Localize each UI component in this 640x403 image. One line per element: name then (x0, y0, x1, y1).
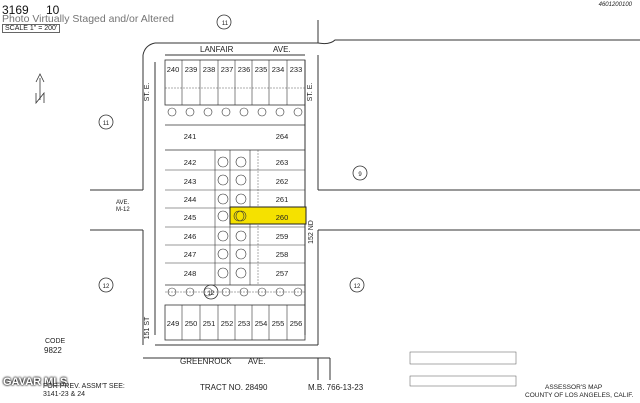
lot-number[interactable]: 251 (203, 319, 216, 328)
lot-number[interactable]: 238 (203, 65, 216, 74)
lot-number[interactable]: 264 (276, 132, 289, 141)
mls-logo: GAVAR MLS (3, 376, 68, 388)
north-arrow-icon (35, 73, 45, 105)
street-left-ave: AVE. (116, 200, 130, 206)
lot-number[interactable]: 233 (290, 65, 303, 74)
lot-number[interactable]: 254 (255, 319, 268, 328)
lot-number[interactable]: 263 (276, 158, 289, 167)
map-book-number: 3169 (2, 3, 29, 17)
lot-number[interactable]: 258 (276, 250, 289, 259)
circle-label-top: 11 (222, 21, 229, 27)
lot-number[interactable]: 259 (276, 232, 289, 241)
lot-number[interactable]: 237 (221, 65, 234, 74)
circle-label-bottom-mid: 12 (208, 291, 215, 297)
highlighted-parcel[interactable] (229, 206, 307, 225)
lot-number-highlighted[interactable]: 260 (276, 213, 289, 222)
lot-number[interactable]: 236 (238, 65, 251, 74)
county-label: COUNTY OF LOS ANGELES, CALIF. (525, 392, 634, 399)
lot-number[interactable]: 253 (238, 319, 251, 328)
lot-number[interactable]: 257 (276, 269, 289, 278)
street-left-top: ST. E. (144, 83, 151, 102)
watermark-text: Photo Virtually Staged and/or Altered (2, 13, 175, 25)
circle-label-bottom-left: 12 (103, 284, 110, 290)
street-right: 152 ND (308, 220, 315, 244)
circle-label-bottom-right: 12 (354, 284, 361, 290)
circle-label-right: 9 (358, 172, 362, 178)
street-top-suffix: AVE. (273, 45, 291, 54)
lot-number[interactable]: 252 (221, 319, 234, 328)
lot-number[interactable]: 244 (184, 195, 197, 204)
lot-number[interactable]: 235 (255, 65, 268, 74)
street-right-top: ST. E. (307, 83, 314, 102)
lot-number[interactable]: 247 (184, 250, 197, 259)
street-top: LANFAIR (200, 45, 234, 54)
lot-number[interactable]: 241 (184, 132, 197, 141)
tract-number: TRACT NO. 28490 (200, 383, 268, 392)
prev-assessment-label: FOR PREV. ASSM'T SEE: (43, 383, 125, 390)
street-bottom: GREENROCK (180, 357, 232, 366)
street-left-ave-num: M-12 (116, 207, 130, 213)
map-sheet-number: 10 (46, 3, 60, 17)
prev-assessment-ref: 3141-23 & 24 (43, 391, 86, 398)
street-bottom-suffix: AVE. (248, 357, 266, 366)
lot-number[interactable]: 248 (184, 269, 197, 278)
corner-code: 4601200100 (598, 2, 632, 8)
assessor-map-label: ASSESSOR'S MAP (545, 384, 603, 391)
code-label: CODE (45, 338, 66, 345)
lot-number[interactable]: 239 (185, 65, 198, 74)
lot-number[interactable]: 250 (185, 319, 198, 328)
scale-label: SCALE 1" = 200' (2, 24, 61, 33)
lot-number[interactable]: 240 (167, 65, 180, 74)
lot-number[interactable]: 255 (272, 319, 285, 328)
lot-number[interactable]: 245 (184, 213, 197, 222)
lot-number[interactable]: 246 (184, 232, 197, 241)
code-value: 9822 (44, 346, 62, 355)
lot-number[interactable]: 234 (272, 65, 285, 74)
lot-number[interactable]: 242 (184, 158, 197, 167)
lot-number[interactable]: 256 (290, 319, 303, 328)
map-book-ref: M.B. 766-13-23 (308, 383, 364, 392)
circle-label-left: 11 (103, 121, 110, 127)
lot-number[interactable]: 262 (276, 177, 289, 186)
lot-number[interactable]: 243 (184, 177, 197, 186)
lot-number[interactable]: 261 (276, 195, 289, 204)
street-left-bottom: 151 ST (144, 316, 151, 339)
lot-number[interactable]: 249 (167, 319, 180, 328)
